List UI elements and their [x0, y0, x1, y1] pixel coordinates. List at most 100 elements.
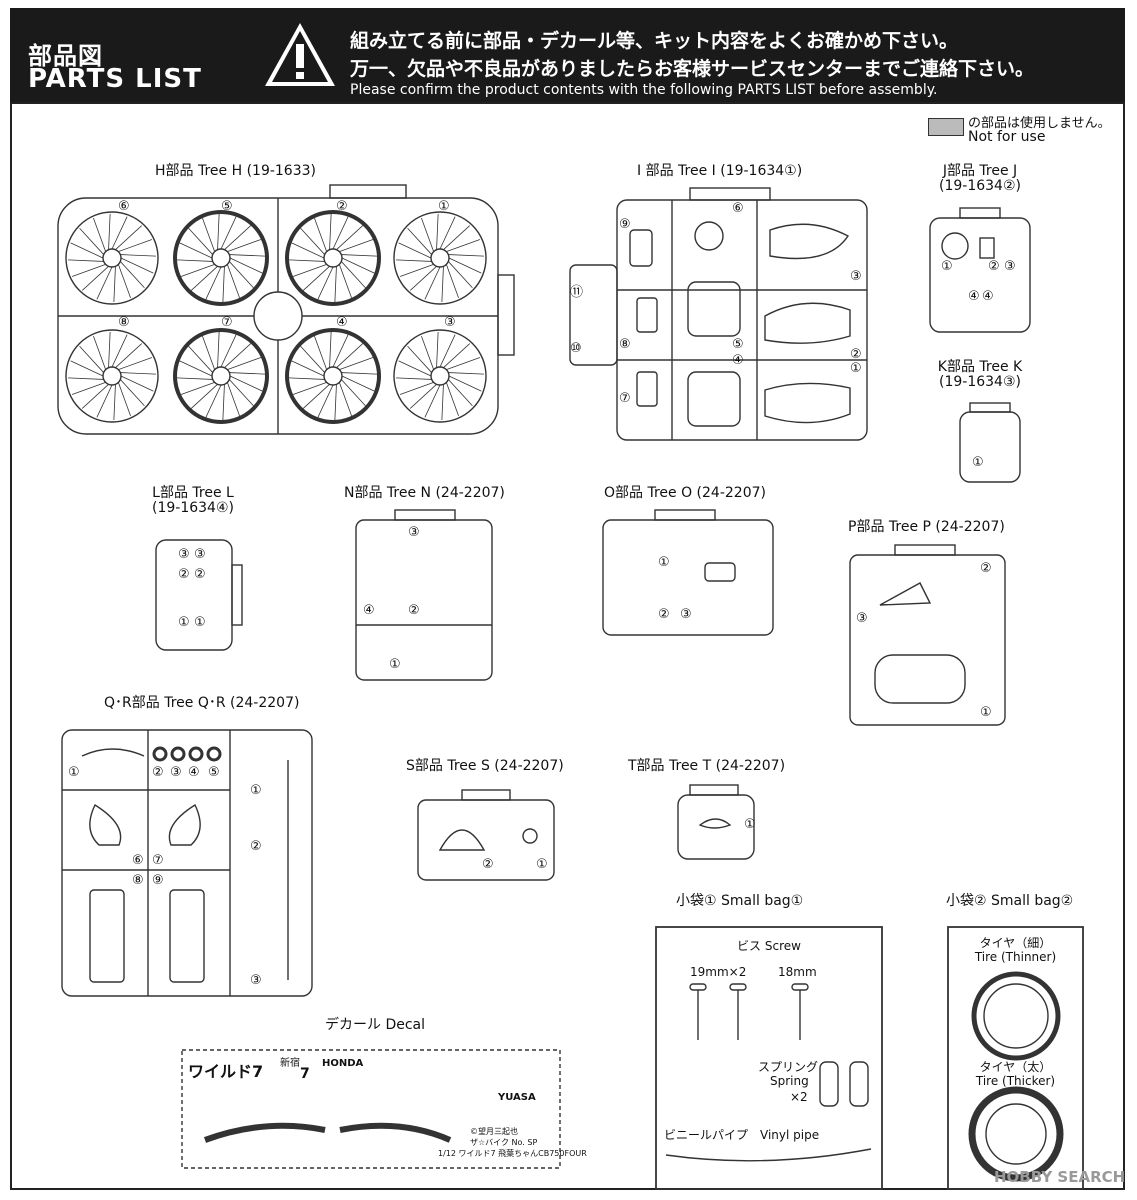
decal-small-2: ザ☆バイク No. SP	[470, 1138, 538, 1147]
part-number-qr: ②	[152, 765, 164, 780]
part-number-qr: ④	[188, 765, 200, 780]
part-number-n: ②	[408, 603, 420, 618]
part-number-j: ②	[988, 259, 1000, 274]
part-number-o: ③	[680, 607, 692, 622]
tire-thick-jp: タイヤ（太）	[979, 1060, 1052, 1074]
wheel-part	[393, 329, 487, 423]
screw-size-b: 18mm	[778, 965, 817, 979]
tire-thin-icon	[971, 971, 1061, 1061]
wheel-part	[173, 328, 269, 424]
part-number-i: ⑩	[570, 341, 582, 356]
part-number-qr: ⑥	[132, 853, 144, 868]
small-bag-2-label: 小袋② Small bag②	[946, 893, 1074, 909]
part-number-o: ①	[658, 555, 670, 570]
part-number-j: ③	[1004, 259, 1016, 274]
part-number-l: ②	[194, 567, 206, 582]
part-number-qr: ③	[170, 765, 182, 780]
warning-en: Please confirm the product contents with…	[350, 82, 938, 98]
tree-n-runner	[355, 509, 493, 681]
part-number-qr: ③	[250, 973, 262, 988]
screw-label: ビス Screw	[737, 939, 801, 953]
tree-n-label: N部品 Tree N (24-2207)	[344, 485, 505, 501]
tree-i-runner	[569, 187, 868, 441]
tree-p-runner	[849, 544, 1006, 726]
header-bar: 部品図 PARTS LIST 組み立てる前に部品・デカール等、キット内容をよくお…	[10, 8, 1125, 102]
part-number-l: ①	[194, 615, 206, 630]
decal-sheet	[181, 1049, 561, 1169]
part-number-qr: ⑧	[132, 873, 144, 888]
spring-jp: スプリング	[758, 1060, 819, 1074]
part-number-h: ①	[438, 199, 450, 214]
part-number-i: ⑥	[732, 201, 744, 216]
tire-thin-en: Tire (Thinner)	[974, 950, 1057, 964]
vinyl-pipe-icon	[665, 1148, 872, 1162]
part-number-h: ②	[336, 199, 348, 214]
part-number-n: ④	[363, 603, 375, 618]
part-number-k: ①	[972, 455, 984, 470]
part-number-i: ③	[850, 269, 862, 284]
tree-qr-runner	[61, 729, 313, 997]
screw-icon	[689, 983, 809, 1040]
small-bag-1-box	[655, 926, 883, 1190]
decal-brand-honda: HONDA	[322, 1058, 364, 1069]
part-number-qr: ⑦	[152, 853, 164, 868]
tire-thin-jp: タイヤ（細）	[979, 936, 1052, 950]
tire-thick-en: Tire (Thicker)	[975, 1074, 1056, 1088]
part-number-qr: ①	[250, 783, 262, 798]
part-number-qr: ①	[68, 765, 80, 780]
tree-s-runner	[417, 789, 555, 881]
part-number-l: ①	[178, 615, 190, 630]
part-number-s: ①	[536, 857, 548, 872]
part-number-qr: ⑨	[152, 873, 164, 888]
tree-qr-label: Q･R部品 Tree Q･R (24-2207)	[104, 695, 300, 711]
part-number-qr: ⑤	[208, 765, 220, 780]
tree-s-label: S部品 Tree S (24-2207)	[406, 758, 564, 774]
part-number-l: ③	[178, 547, 190, 562]
part-number-h: ⑦	[221, 315, 233, 330]
tree-l-label: L部品 Tree L	[152, 485, 234, 501]
page-title-jp: 部品図	[28, 42, 103, 70]
part-number-p: ①	[980, 705, 992, 720]
part-number-i: ①	[850, 361, 862, 376]
decal-logo: ワイルド7	[188, 1062, 264, 1081]
spring-icon	[819, 1061, 869, 1107]
part-number-h: ⑧	[118, 315, 130, 330]
part-number-i: ⑪	[570, 285, 584, 300]
decal-label: デカール Decal	[325, 1017, 426, 1033]
decal-brand-yuasa: YUASA	[498, 1092, 536, 1103]
tree-o-runner	[602, 509, 774, 636]
warning-jp-1: 組み立てる前に部品・デカール等、キット内容をよくお確かめ下さい。	[350, 30, 959, 52]
decal-small-1: ©望月三起也	[470, 1127, 518, 1136]
part-number-j: ④	[982, 289, 994, 304]
part-number-i: ⑤	[732, 337, 744, 352]
part-number-p: ②	[980, 561, 992, 576]
part-number-j: ④	[968, 289, 980, 304]
legend-jp: の部品は使用しません。	[968, 116, 1111, 131]
tree-j-label: J部品 Tree J	[942, 163, 1018, 179]
tree-h-runner	[57, 184, 515, 435]
wheel-part	[285, 210, 381, 306]
wheel-part	[65, 329, 159, 423]
decal-plate-town: 新宿	[280, 1058, 300, 1069]
decal-plate-number: 7	[300, 1066, 310, 1082]
tree-o-label: O部品 Tree O (24-2207)	[604, 485, 766, 501]
part-number-h: ④	[336, 315, 348, 330]
tree-h-label: H部品 Tree H (19-1633)	[155, 163, 316, 179]
part-number-i: ⑧	[619, 337, 631, 352]
part-number-h: ③	[444, 315, 456, 330]
decal-small-3: 1/12 ワイルド7 飛葉ちゃんCB750FOUR	[438, 1149, 587, 1158]
part-number-i: ②	[850, 347, 862, 362]
spring-qty: ×2	[790, 1090, 808, 1104]
page-title-en: PARTS LIST	[28, 64, 202, 94]
wheel-part	[65, 211, 159, 305]
tree-k-code: (19-1634③)	[939, 374, 1021, 390]
watermark: HOBBY SEARCH	[994, 1168, 1126, 1186]
tire-thick-icon	[968, 1086, 1064, 1182]
tree-l-code: (19-1634④)	[152, 500, 234, 516]
part-number-n: ①	[389, 657, 401, 672]
tree-p-label: P部品 Tree P (24-2207)	[848, 519, 1005, 535]
tree-k-runner	[959, 402, 1021, 483]
screw-size-a: 19mm×2	[690, 965, 747, 979]
part-number-j: ①	[941, 259, 953, 274]
